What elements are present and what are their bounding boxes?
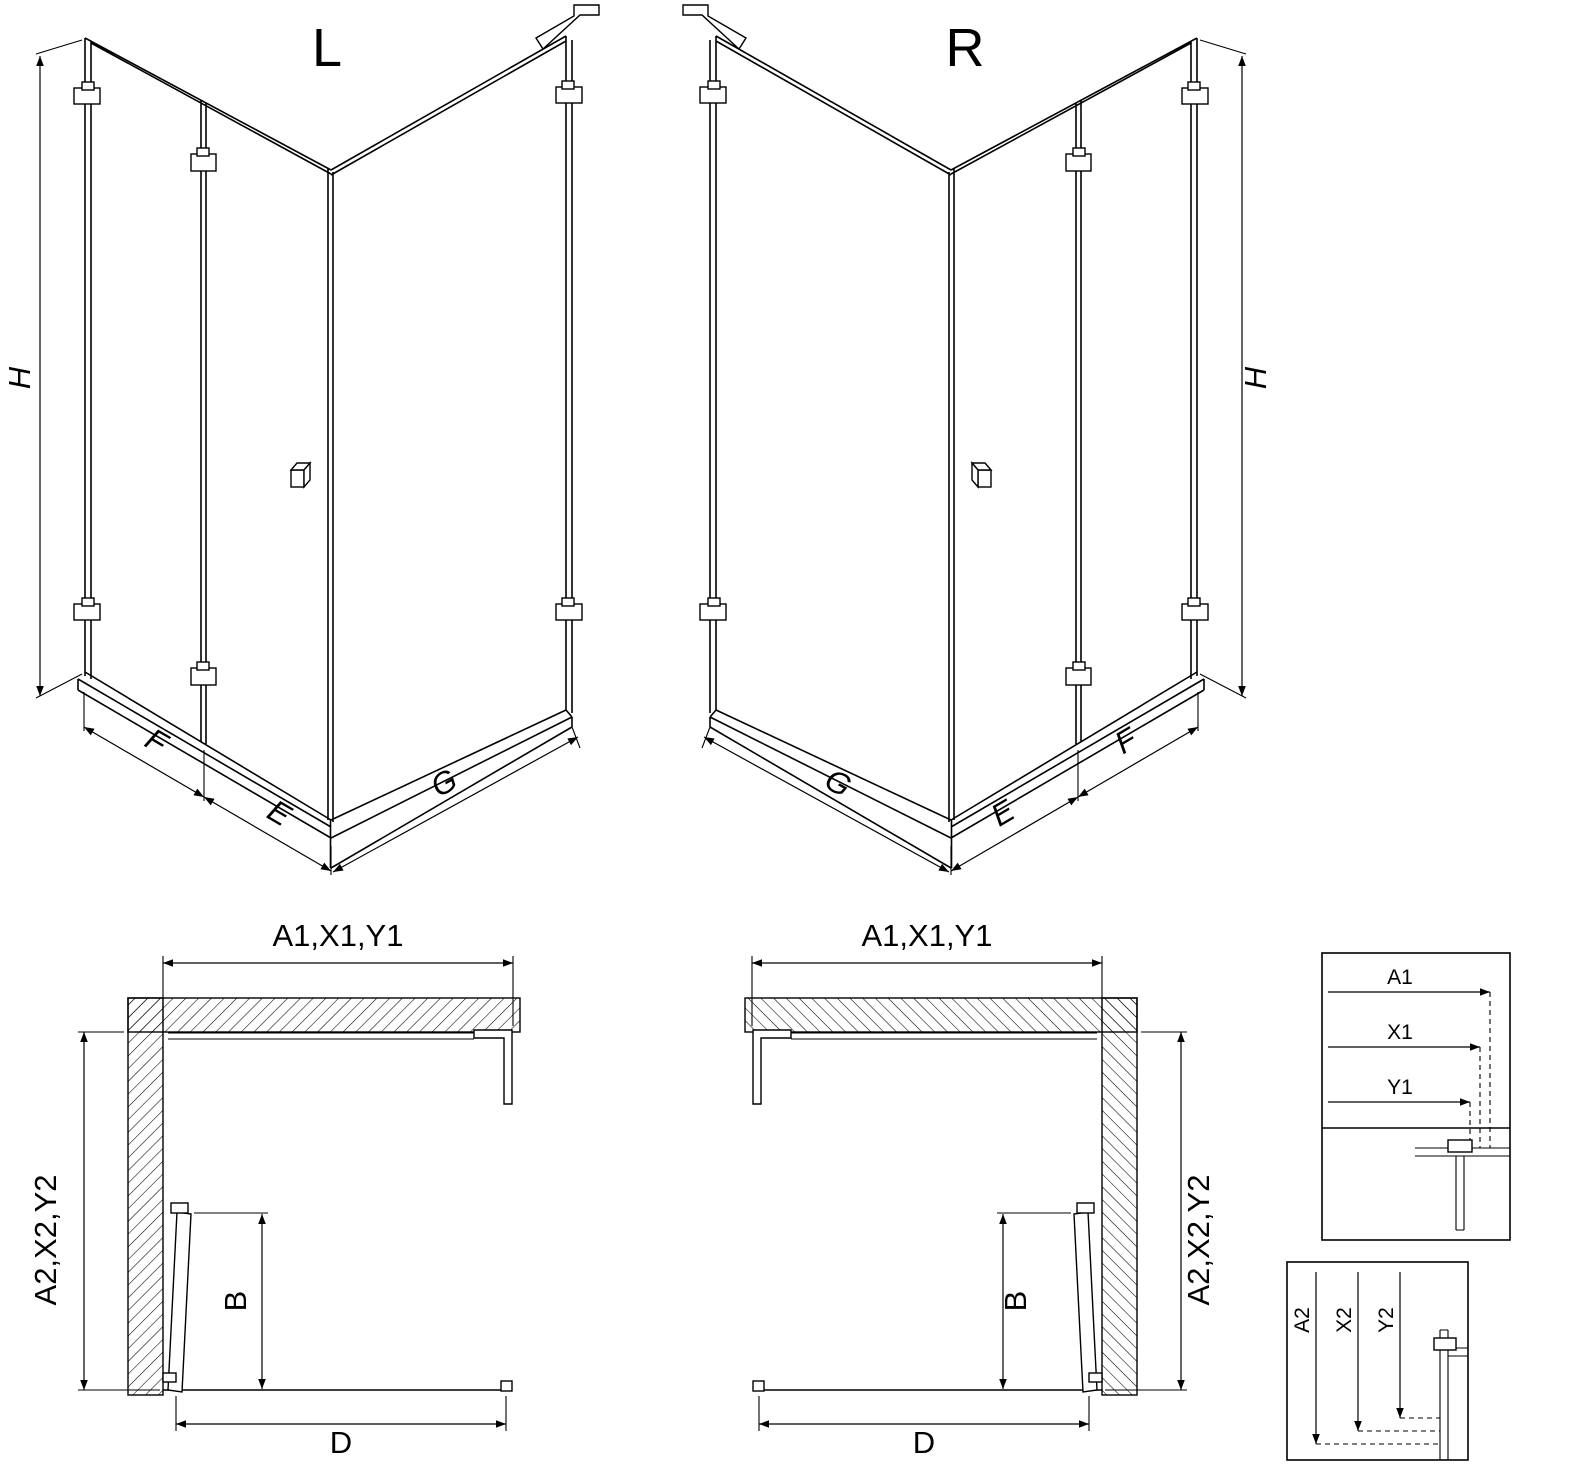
plan-right-dim-side: A2,X2,Y2 [1181, 1175, 1216, 1306]
plan-left-dim-side: A2,X2,Y2 [28, 1175, 63, 1306]
detail-label-a2: A2 [1291, 1307, 1314, 1333]
detail-vertical-measurements: A2 X2 Y2 [1286, 1261, 1469, 1461]
dim-label-f-right: F [1109, 720, 1145, 761]
plan-left-dim-top: A1,X1,Y1 [273, 918, 404, 953]
plan-right-dim-b: B [998, 1291, 1033, 1312]
iso-right-art [683, 5, 1246, 875]
detail-label-x2: X2 [1333, 1307, 1356, 1333]
plan-left-art [78, 956, 520, 1431]
dim-label-h-right: H [1238, 366, 1273, 389]
iso-left-art [36, 5, 599, 875]
dim-label-e-right: E [985, 792, 1021, 833]
detail-horizontal-measurements: A1 X1 Y1 [1321, 952, 1511, 1241]
detail-bottom-reference-lines [1316, 1417, 1440, 1445]
dim-label-e-left: E [262, 793, 298, 834]
detail-label-y2: Y2 [1375, 1307, 1398, 1333]
detail-bottom-frame [1286, 1261, 1469, 1461]
detail-top-reference-lines [1469, 992, 1491, 1148]
detail-label-a1: A1 [1387, 966, 1413, 989]
iso-left-view: L H F E G [2, 5, 599, 875]
plan-right-dim-top: A1,X1,Y1 [862, 918, 993, 953]
dim-label-f-left: F [139, 721, 175, 762]
detail-label-y1: Y1 [1387, 1076, 1413, 1099]
detail-label-x1: X1 [1387, 1021, 1413, 1044]
plan-left-view: A1,X1,Y1 A2,X2,Y2 B D [28, 918, 520, 1460]
variant-label-r: R [946, 18, 985, 78]
variant-label-l: L [312, 18, 342, 78]
detail-top-profile-section [1415, 1139, 1510, 1231]
plan-right-dim-d: D [913, 1425, 935, 1460]
plan-left-dim-d: D [330, 1425, 352, 1460]
plan-right-view: A1,X1,Y1 A2,X2,Y2 B D [745, 918, 1216, 1460]
plan-right-art [745, 956, 1187, 1431]
iso-right-view: R H F E G [683, 5, 1273, 875]
dim-label-g-right: G [819, 762, 857, 804]
dim-label-h-left: H [2, 366, 37, 389]
detail-bottom-profile-section [1433, 1329, 1468, 1460]
dim-label-g-left: G [425, 762, 463, 804]
detail-top-frame [1321, 952, 1511, 1241]
plan-left-dim-b: B [218, 1291, 253, 1312]
